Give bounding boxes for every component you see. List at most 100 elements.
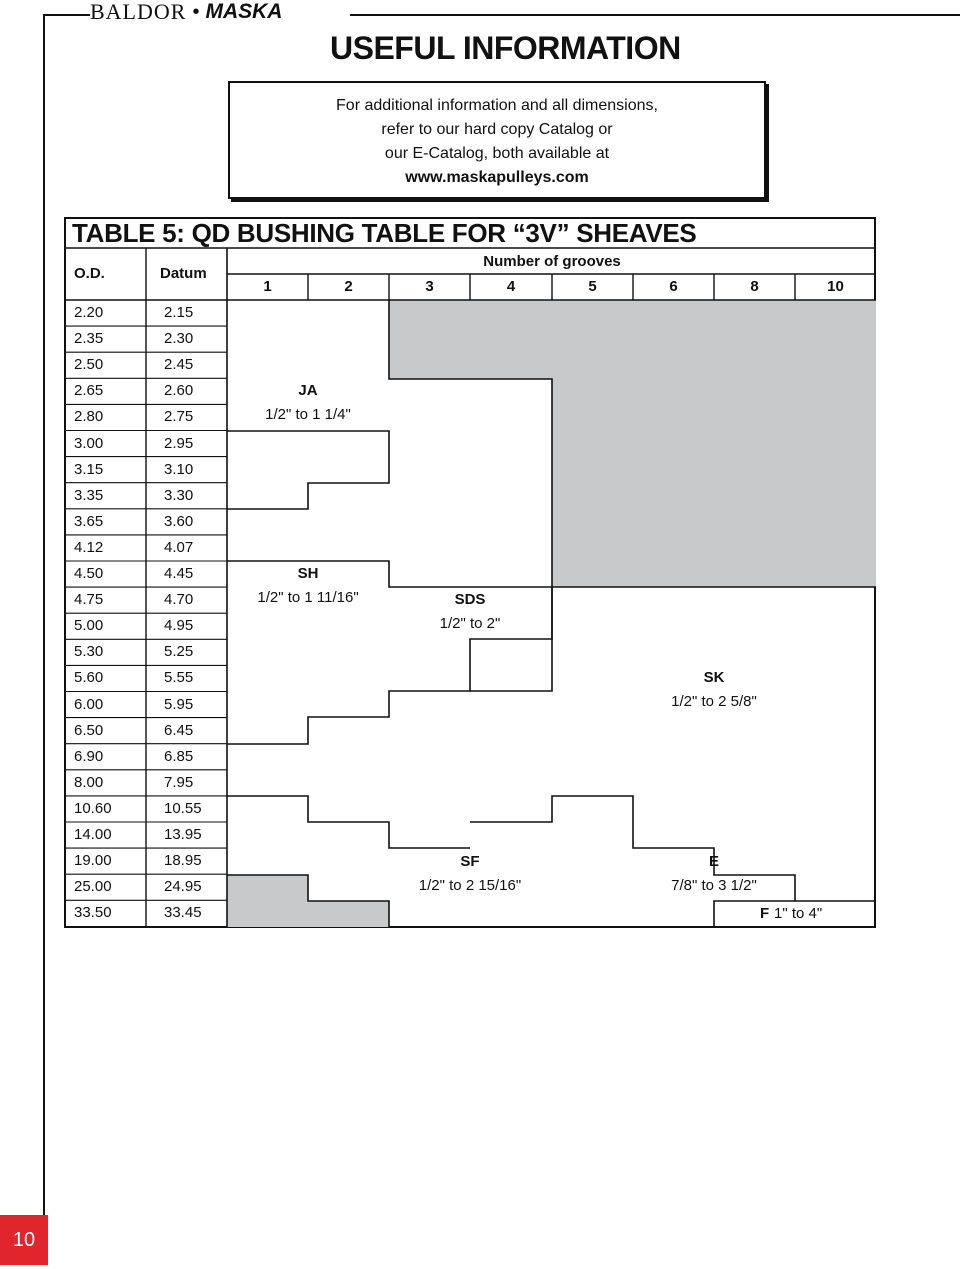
region-sk-range: 1/2" to 2 5/8" xyxy=(671,693,757,710)
page-title: USEFUL INFORMATION xyxy=(330,30,681,66)
cell-datum: 4.95 xyxy=(164,617,194,635)
website-link[interactable]: www.maskapulleys.com xyxy=(405,169,589,186)
groove-count: 4 xyxy=(506,278,516,295)
cell-od: 19.00 xyxy=(74,852,112,870)
cell-datum: 4.45 xyxy=(164,565,194,583)
region-sh-range: 1/2" to 1 11/16" xyxy=(257,589,359,606)
cell-datum: 3.10 xyxy=(164,460,194,478)
boundary-shaded xyxy=(388,300,876,588)
cell-datum: 2.75 xyxy=(164,408,194,426)
page-number-badge: 10 xyxy=(0,1215,48,1265)
boundary-sds-sk xyxy=(470,587,553,692)
cell-od: 6.50 xyxy=(74,721,104,739)
logo-maska: MASKA xyxy=(205,0,283,23)
cell-od: 8.00 xyxy=(74,773,104,791)
cell-datum: 2.15 xyxy=(164,304,194,322)
cell-od: 25.00 xyxy=(74,878,112,896)
header-datum: Datum xyxy=(160,265,207,282)
shade-no-bushing xyxy=(308,901,389,927)
cell-datum: 33.45 xyxy=(164,904,202,922)
groove-count: 8 xyxy=(750,278,759,295)
info-line: our E-Catalog, both available at xyxy=(384,145,610,162)
cell-od: 3.00 xyxy=(74,434,104,452)
cell-datum: 10.55 xyxy=(164,799,202,817)
boundary-sh-sds xyxy=(227,560,553,745)
cell-od: 5.60 xyxy=(74,669,104,687)
logo-separator: • xyxy=(192,1,200,23)
info-line: refer to our hard copy Catalog or xyxy=(381,121,613,138)
boundary-ja xyxy=(227,430,390,510)
region-ja-name: JA xyxy=(298,382,318,399)
cell-od: 10.60 xyxy=(74,799,112,817)
cell-od: 2.20 xyxy=(74,304,104,322)
shade-no-bushing xyxy=(389,300,876,379)
cell-od: 2.50 xyxy=(74,356,104,374)
cell-od: 2.80 xyxy=(74,408,104,426)
header-rule-left xyxy=(44,14,90,16)
cell-od: 33.50 xyxy=(74,904,112,922)
region-sh-name: SH xyxy=(297,565,319,582)
cell-od: 3.35 xyxy=(74,486,104,504)
cell-od: 4.75 xyxy=(74,591,104,609)
cell-od: 6.00 xyxy=(74,695,104,713)
boundary-sf-shade xyxy=(227,874,390,927)
cell-datum: 5.25 xyxy=(164,643,194,661)
header-od: O.D. xyxy=(74,265,105,282)
cell-od: 3.15 xyxy=(74,460,104,478)
cell-od: 4.50 xyxy=(74,565,104,583)
groove-count: 1 xyxy=(263,278,272,295)
page-margin-line xyxy=(43,14,45,1215)
cell-datum: 3.60 xyxy=(164,512,194,530)
shade-no-bushing xyxy=(227,875,308,927)
cell-datum: 13.95 xyxy=(164,826,202,844)
region-sf-name: SF xyxy=(460,853,480,870)
cell-od: 6.90 xyxy=(74,747,104,765)
boundary-sf xyxy=(227,795,470,849)
info-box: For additional information and all dimen… xyxy=(228,81,766,199)
boundary-e-f xyxy=(713,900,795,927)
cell-od: 14.00 xyxy=(74,826,112,844)
cell-od: 5.30 xyxy=(74,643,104,661)
header-grooves: Number of grooves xyxy=(483,253,621,270)
cell-datum: 4.07 xyxy=(164,538,194,556)
groove-count: 3 xyxy=(425,278,434,295)
region-f-name: F xyxy=(760,905,770,922)
cell-datum: 24.95 xyxy=(164,878,202,896)
boundary-sk-e xyxy=(470,795,876,902)
region-sf-range: 1/2" to 2 15/16" xyxy=(418,877,522,894)
brand-logo: BALDOR • MASKA xyxy=(90,0,283,24)
groove-count: 10 xyxy=(827,278,844,295)
cell-datum: 6.45 xyxy=(164,721,194,739)
groove-count: 2 xyxy=(344,278,353,295)
groove-count: 6 xyxy=(669,278,678,295)
cell-od: 2.65 xyxy=(74,382,104,400)
cell-od: 4.12 xyxy=(74,538,104,556)
region-f-range: 1" to 4" xyxy=(774,905,823,922)
cell-datum: 6.85 xyxy=(164,747,194,765)
table-title: TABLE 5: QD BUSHING TABLE FOR “3V” SHEAV… xyxy=(72,218,697,248)
cell-od: 5.00 xyxy=(74,617,104,635)
cell-datum: 3.30 xyxy=(164,486,194,504)
cell-datum: 2.30 xyxy=(164,330,194,348)
cell-od: 2.35 xyxy=(74,330,104,348)
region-sk-name: SK xyxy=(703,669,725,686)
cell-datum: 2.95 xyxy=(164,434,194,452)
cell-datum: 7.95 xyxy=(164,773,194,791)
shade-no-bushing xyxy=(552,379,876,587)
cell-datum: 5.95 xyxy=(164,695,194,713)
header-rule-right xyxy=(350,14,960,16)
region-sds-name: SDS xyxy=(454,591,486,608)
cell-datum: 18.95 xyxy=(164,852,202,870)
region-sds-range: 1/2" to 2" xyxy=(439,615,501,632)
cell-datum: 5.55 xyxy=(164,669,194,687)
region-e-name: E xyxy=(708,853,719,870)
logo-baldor: BALDOR xyxy=(90,0,187,24)
cell-od: 3.65 xyxy=(74,512,104,530)
info-line: For additional information and all dimen… xyxy=(336,97,658,114)
region-ja-range: 1/2" to 1 1/4" xyxy=(265,406,351,423)
region-e-range: 7/8" to 3 1/2" xyxy=(671,877,757,894)
cell-datum: 2.60 xyxy=(164,382,194,400)
groove-count: 5 xyxy=(588,278,597,295)
cell-datum: 2.45 xyxy=(164,356,194,374)
